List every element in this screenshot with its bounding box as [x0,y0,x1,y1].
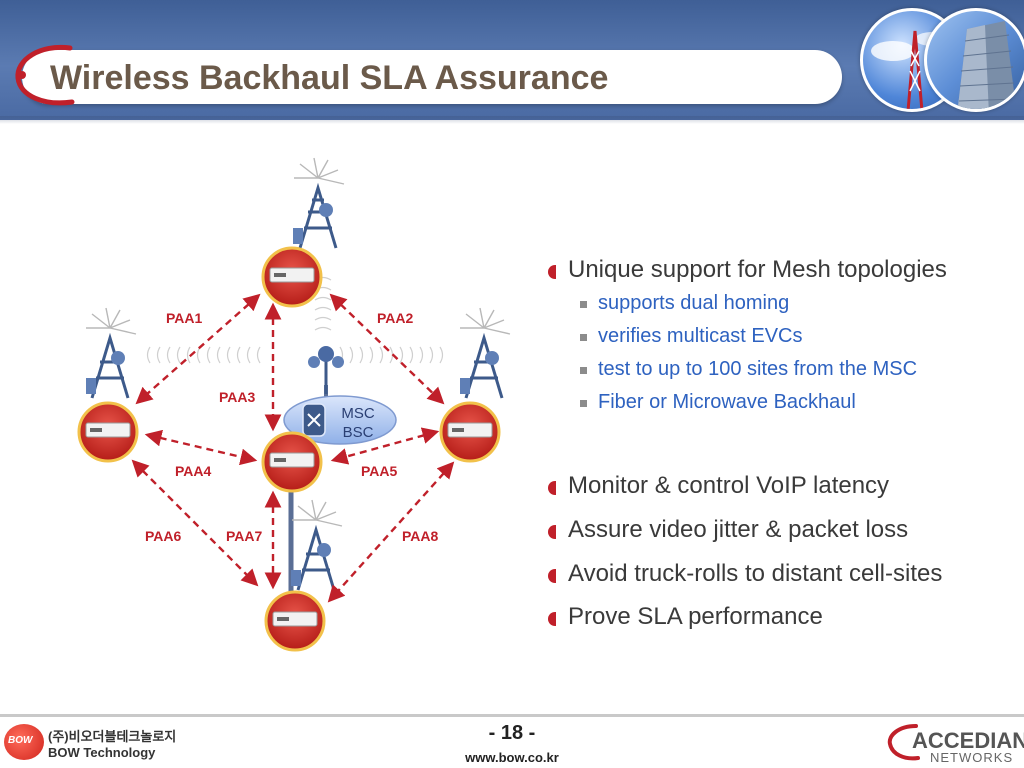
accedian-logo-name: ACCEDIAN [912,728,1024,753]
access-node-center [261,431,323,493]
paa8-label: PAA8 [402,528,439,544]
bullet-marker-icon [548,481,556,495]
building-photo [924,8,1024,112]
bullet-sla: Prove SLA performance [548,603,823,631]
sub-bullet-dual-homing: supports dual homing [580,292,789,315]
bullet-voip: Monitor & control VoIP latency [548,472,889,500]
bow-logo-mark: BOW [8,735,33,746]
footer-divider [0,714,1024,717]
accedian-swoosh-icon [887,724,920,761]
header-shadow [0,116,1024,124]
sub-bullet-multicast: verifies multicast EVCs [580,325,803,348]
paa7-label: PAA7 [226,528,263,544]
paa4-label: PAA4 [175,463,212,479]
page-number: - 18 - [488,722,536,744]
bullet-marker-icon [548,612,556,626]
antenna-dishes [86,203,499,586]
square-bullet-icon [580,334,587,341]
bullet-marker-icon [548,569,556,583]
bow-company-korean: (주)비오더블테크놀로지 [48,729,177,744]
bow-company-english: BOW Technology [48,745,156,760]
paa-links [131,293,455,603]
mesh-diagram: PAA1 PAA2 PAA3 PAA4 PAA5 PAA6 PAA7 PAA8 … [0,130,520,670]
access-node-top [261,246,323,308]
footer-url: www.bow.co.kr [465,750,559,765]
page-title: Wireless Backhaul SLA Assurance [50,59,609,97]
sub-bullet-fiber: Fiber or Microwave Backhaul [580,391,856,414]
title-swoosh-icon [15,44,75,106]
bullet-mesh: Unique support for Mesh topologies [548,256,947,284]
title-pill [22,50,842,104]
accedian-logo-sub: NETWORKS [930,750,1014,765]
access-node-bottom [264,590,326,652]
paa2-label: PAA2 [377,310,414,326]
bullet-marker-icon [548,525,556,539]
sub-bullet-100-sites: test to up to 100 sites from the MSC [580,358,917,381]
access-node-left [77,401,139,463]
bullet-video: Assure video jitter & packet loss [548,516,908,544]
msc-label: MSC [341,405,375,422]
bullet-truck-rolls: Avoid truck-rolls to distant cell-sites [548,560,942,588]
square-bullet-icon [580,367,587,374]
paa1-label: PAA1 [166,310,203,326]
paa5-label: PAA5 [361,463,398,479]
access-node-right [439,401,501,463]
square-bullet-icon [580,400,587,407]
tower-bursts [86,157,511,527]
paa3-label: PAA3 [219,389,256,405]
square-bullet-icon [580,301,587,308]
bullet-marker-icon [548,265,556,279]
msc-bsc-label: MSC BSC [334,404,382,442]
paa6-label: PAA6 [145,528,182,544]
msc-tower-icon [308,346,344,394]
bsc-label: BSC [342,424,374,441]
bow-logo-icon [4,724,44,760]
